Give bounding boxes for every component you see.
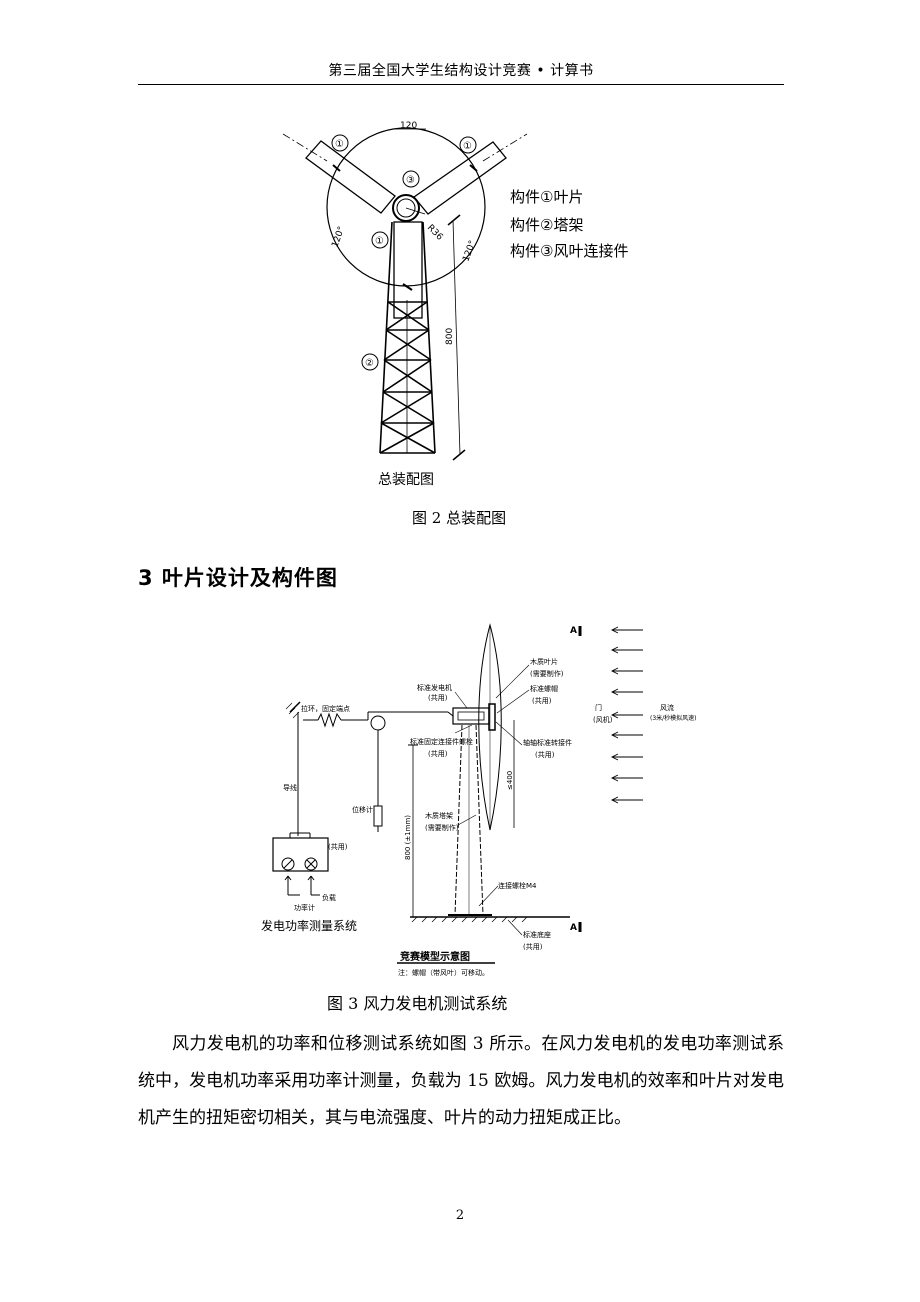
- legend-blade: 构件①叶片: [510, 188, 583, 206]
- marker-blade-right: ①: [463, 141, 472, 152]
- page-number: 2: [455, 1208, 465, 1223]
- label-base-bolt: 连接螺栓M4: [498, 881, 537, 890]
- label-connector-note: (共用): [428, 749, 448, 758]
- legend-connector: 构件③风叶连接件: [510, 242, 628, 260]
- label-section-bottom: A: [570, 923, 577, 933]
- label-blade: 木质叶片: [530, 657, 558, 666]
- marker-connector: ③: [406, 175, 415, 186]
- marker-tower: ②: [365, 358, 374, 369]
- dim-width: 120: [400, 121, 417, 131]
- figure-2-drawing-title: 总装配图: [378, 472, 434, 488]
- label-generator: 标准发电机: [417, 683, 452, 692]
- label-base: 标准底座: [523, 930, 551, 939]
- label-load: 负载: [322, 893, 336, 902]
- label-anchor: 拉环，固定端点: [301, 704, 350, 713]
- label-tower: 木质塔架: [425, 811, 453, 820]
- blade-left: [282, 133, 396, 214]
- label-bolt-note: (共用): [532, 696, 552, 705]
- tower: [379, 221, 436, 454]
- label-height: 800 (±1mm): [404, 815, 412, 860]
- label-measure-system: 发电功率测量系统: [261, 918, 357, 933]
- page-header: 第三届全国大学生结构设计竞赛 • 计算书: [328, 63, 594, 79]
- dim-height: 800: [445, 328, 455, 345]
- figure-3-drawing-title: 竞赛模型示意图: [399, 950, 470, 963]
- blade-bottom: [393, 221, 423, 319]
- label-radius: ≤400: [506, 771, 514, 790]
- label-wind: 风流: [660, 703, 674, 712]
- figure-3-note: 注：螺帽（带风叶）可移动。: [398, 968, 489, 977]
- label-bolt: 标准螺帽: [530, 684, 558, 693]
- label-hub: 轴轴标准转接件: [523, 738, 572, 747]
- label-wire: 导线: [283, 783, 297, 792]
- label-connector: 标准固定连接件螺栓: [410, 737, 473, 746]
- label-gate: 门: [595, 703, 602, 712]
- figure-2-caption: 图 2 总装配图: [412, 509, 507, 527]
- label-tower-note: (需要制作): [425, 823, 459, 832]
- label-generator-note: (共用): [428, 693, 448, 702]
- body-paragraph: 风力发电机的功率和位移测试系统如图 3 所示。在风力发电机的发电功率测试系统中，…: [138, 1034, 784, 1128]
- label-hub-note: (共用): [535, 750, 555, 759]
- label-power-meter: 功率计: [294, 903, 315, 912]
- label-base-note: (共用): [523, 942, 543, 951]
- label-section-top: A: [570, 626, 577, 636]
- label-gate-note: (风机): [593, 715, 613, 724]
- figure-3-test-system: 拉环，固定端点 导线 标准发电机 (共用) 木质叶片 (需要制作) 标准螺帽 (…: [261, 623, 697, 977]
- marker-blade-bottom: ①: [375, 236, 384, 247]
- blade-right: [413, 133, 528, 215]
- body-text: 风力发电机的功率和位移测试系统如图 3 所示。在风力发电机的发电功率测试系统中，…: [138, 1026, 784, 1137]
- legend-tower: 构件②塔架: [510, 216, 583, 234]
- label-meter-note: (共用): [328, 842, 348, 851]
- figure-2-assembly-drawing: 120 R36 120° 120° 800 ① ① ① ② ③ 构件①叶片 构件…: [282, 121, 628, 488]
- label-displacement: 位移计: [352, 805, 373, 814]
- section-heading: 3 叶片设计及构件图: [138, 566, 338, 590]
- marker-blade-left: ①: [335, 139, 344, 150]
- label-wind-note: (3米/秒模拟风速): [650, 714, 697, 722]
- header-rule: [138, 84, 784, 85]
- figure-3-caption: 图 3 风力发电机测试系统: [327, 994, 508, 1013]
- label-blade-note: (需要制作): [530, 669, 564, 678]
